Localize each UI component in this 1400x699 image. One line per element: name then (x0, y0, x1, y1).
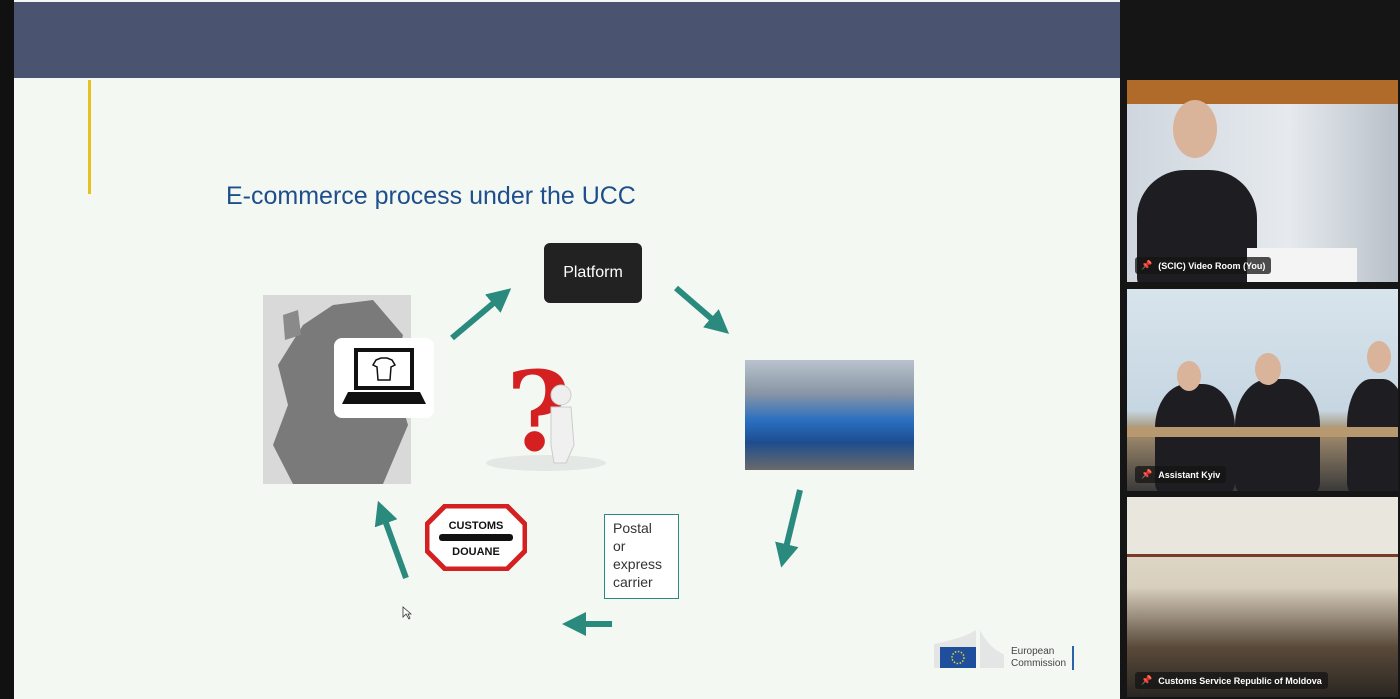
pin-icon[interactable]: 📌 (1141, 469, 1153, 479)
douane-text: DOUANE (452, 546, 500, 558)
arrow-icon (450, 288, 512, 341)
postal-carrier-box: Postal or express carrier (604, 514, 679, 599)
video-tile[interactable]: 📌 (SCIC) Video Room (You) (1127, 80, 1398, 282)
presentation-slide: E-commerce process under the UCC Platfor… (14, 0, 1120, 699)
participant-label: 📌 (SCIC) Video Room (You) (1135, 257, 1272, 274)
accent-line (88, 80, 91, 194)
laptop-shirt-icon (334, 338, 434, 418)
question-mark-figure-image: ? (476, 347, 606, 476)
arrow-icon (775, 489, 803, 568)
participant-label: 📌 Assistant Kyiv (1135, 466, 1227, 483)
participant-name: Customs Service Republic of Moldova (1158, 675, 1322, 686)
slide-header-band (14, 2, 1120, 78)
slide-title: E-commerce process under the UCC (226, 182, 636, 210)
carrier-line: express (613, 556, 663, 572)
mouse-cursor-icon (402, 606, 412, 620)
carrier-line: or (613, 538, 626, 554)
pin-icon[interactable]: 📌 (1141, 675, 1153, 685)
platform-box: Platform (544, 243, 642, 303)
carrier-line: carrier (613, 574, 653, 590)
pin-icon[interactable]: 📌 (1141, 260, 1153, 270)
participant-label: 📌 Customs Service Republic of Moldova (1135, 672, 1328, 689)
carrier-line: Postal (613, 520, 652, 536)
arrow-icon (374, 500, 409, 580)
customs-douane-sign: CUSTOMS DOUANE (424, 503, 528, 572)
video-tile[interactable]: 📌 Customs Service Republic of Moldova (1127, 497, 1398, 697)
process-arrows (374, 285, 803, 636)
video-tile[interactable]: 📌 Assistant Kyiv (1127, 289, 1398, 491)
textile-factory-image (745, 360, 914, 470)
participant-name: (SCIC) Video Room (You) (1158, 260, 1266, 271)
european-commission-logo (924, 630, 1084, 670)
logo-line: Commission (1011, 658, 1067, 669)
arrow-icon (674, 285, 730, 334)
customs-text: CUSTOMS (449, 520, 504, 532)
participant-name: Assistant Kyiv (1158, 469, 1221, 480)
participants-panel: 📌 (SCIC) Video Room (You) 📌 Assistant Kyiv… (1120, 0, 1400, 699)
logo-line: European (1011, 646, 1055, 657)
